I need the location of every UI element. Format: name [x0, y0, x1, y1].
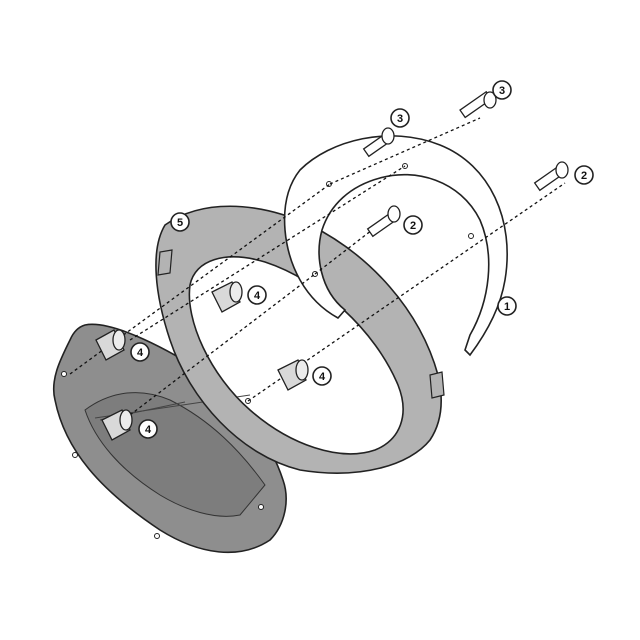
callout-2-center: 2 [403, 215, 423, 235]
spacer [101, 409, 133, 441]
screw-short [366, 205, 401, 238]
svg-text:3: 3 [499, 85, 505, 97]
screw-long [459, 90, 497, 119]
svg-text:4: 4 [137, 347, 144, 359]
spacer [277, 359, 309, 391]
callout-4-upper: 4 [247, 285, 267, 305]
screw-short [533, 161, 569, 192]
svg-text:5: 5 [177, 217, 183, 229]
callout-3-middle: 3 [390, 108, 410, 128]
callout-3-top-right: 3 [492, 80, 512, 100]
callout-5: 5 [170, 212, 190, 232]
svg-text:3: 3 [397, 113, 403, 125]
svg-text:4: 4 [145, 424, 152, 436]
svg-text:4: 4 [254, 290, 261, 302]
svg-text:1: 1 [504, 301, 510, 313]
svg-text:2: 2 [410, 220, 416, 232]
screw-long [362, 127, 395, 158]
spacer [95, 329, 126, 361]
callout-4-right: 4 [312, 366, 332, 386]
callout-4-bottom: 4 [138, 419, 158, 439]
callout-2-right: 2 [574, 165, 594, 185]
callout-4-left: 4 [130, 342, 150, 362]
spacer [211, 281, 243, 313]
callout-1: 1 [497, 296, 517, 316]
svg-text:4: 4 [319, 371, 326, 383]
svg-text:2: 2 [581, 170, 587, 182]
